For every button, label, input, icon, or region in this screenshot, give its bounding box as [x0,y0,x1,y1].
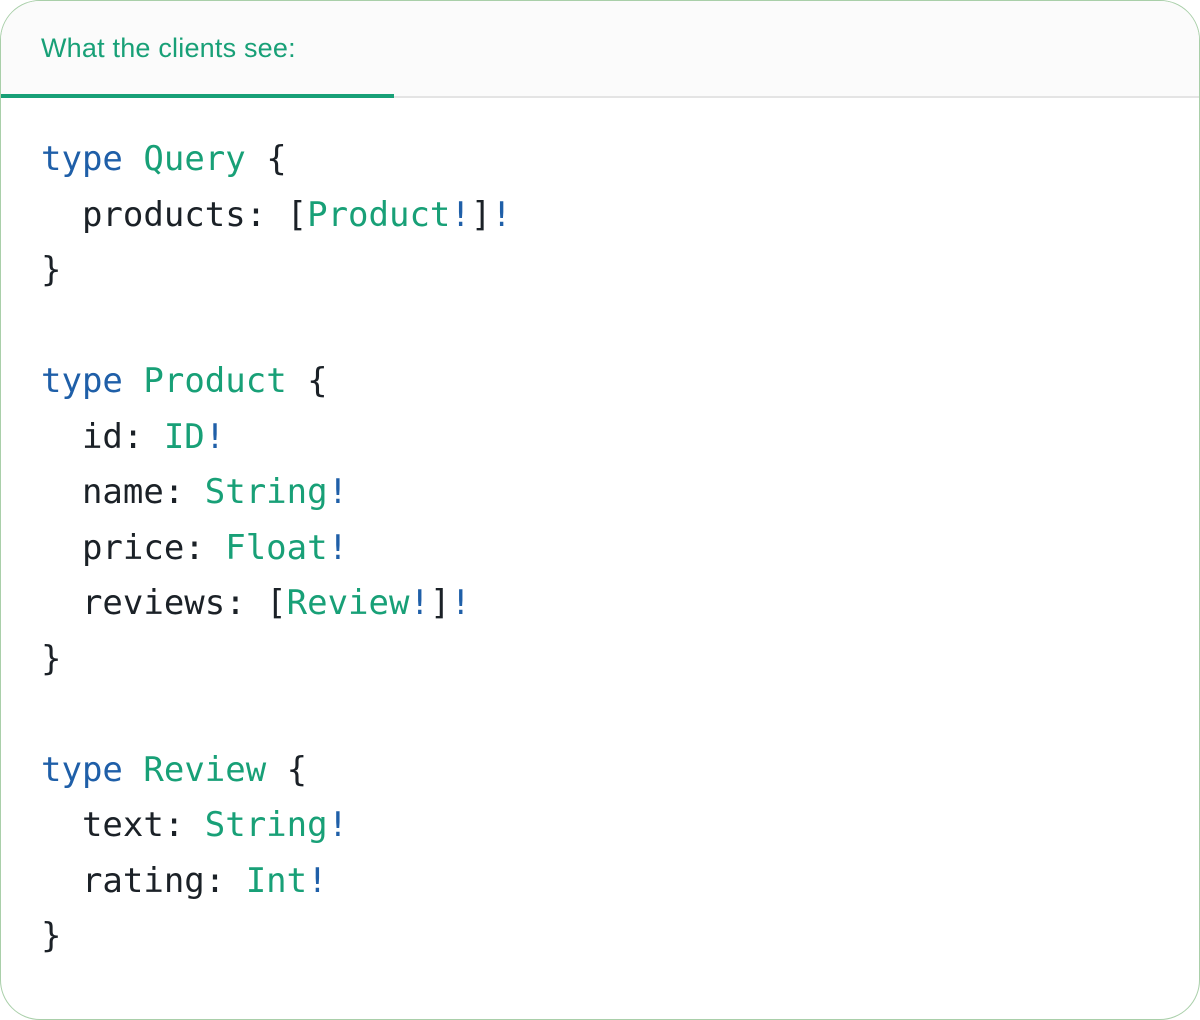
code-token: ! [327,472,349,512]
code-line: reviews: [Review!]! [41,576,1159,632]
code-line: type Product { [41,354,1159,410]
code-token: Review [143,749,267,790]
code-token: Query [143,139,246,179]
code-token: ! [450,194,471,235]
code-token: ! [204,416,226,457]
code-line: } [41,909,1159,965]
code-token: Float [225,527,328,568]
code-line [41,687,1159,743]
code-line: name: String! [41,465,1159,521]
code-line: products: [Product!]! [41,188,1159,244]
code-token: Review [286,583,410,623]
code-token: ! [409,583,430,623]
code-line: type Query { [41,132,1159,188]
code-block: type Query { products: [Product!]!} type… [1,98,1199,985]
code-token: products: [ [41,194,308,235]
code-line [41,299,1159,355]
code-token [123,139,143,179]
code-token: Product [143,361,287,401]
code-token [123,361,143,401]
code-token: type [41,139,123,179]
code-token: String [204,472,328,512]
code-token: ID [163,416,205,457]
code-line: type Review { [41,743,1159,799]
code-token: text: [41,805,205,845]
code-token: id: [41,416,164,457]
code-token: reviews: [ [41,583,287,623]
code-token: ! [327,805,349,845]
code-token: { [245,139,287,179]
code-token: type [41,749,123,790]
code-token [123,750,143,790]
code-line: id: ID! [41,410,1159,466]
tab-clients-view[interactable]: What the clients see: [1,1,296,96]
code-line: rating: Int! [41,854,1159,910]
code-line: } [41,632,1159,688]
code-token: ] [429,583,451,623]
tab-bar: What the clients see: [1,1,1199,98]
code-token: { [266,749,308,790]
code-token: ! [327,527,349,568]
code-token: type [41,361,123,401]
code-token: ] [470,194,492,235]
code-line: text: String! [41,798,1159,854]
active-tab-underline [1,94,394,98]
code-token: price: [41,527,226,568]
code-token: Int [245,860,308,901]
code-token: } [41,916,62,956]
code-token: Product [307,194,451,235]
code-token: ! [491,194,512,235]
code-token: } [41,638,62,679]
code-token: ! [307,860,328,901]
code-token: rating: [41,860,246,901]
code-token: } [41,250,62,290]
code-token: { [286,361,328,401]
code-token: name: [41,472,205,512]
code-line: } [41,243,1159,299]
code-token: ! [450,583,471,623]
code-token: String [204,805,328,845]
code-line: price: Float! [41,521,1159,577]
tab-label: What the clients see: [41,33,296,63]
